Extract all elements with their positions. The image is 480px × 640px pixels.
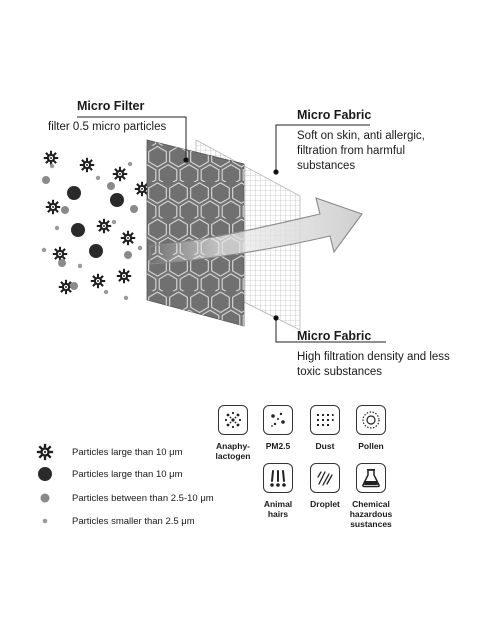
medium-gray-particle (58, 259, 66, 267)
small-particle (111, 219, 117, 225)
small-particle (123, 295, 129, 301)
virus-particle-icon (120, 230, 136, 246)
micro-fabric-bottom-desc: High filtration density and less toxic s… (297, 351, 450, 378)
substance-chemical: Chemical hazardous sustances (346, 463, 396, 529)
large-dark-particle (89, 244, 103, 258)
medium-gray-particle (61, 206, 69, 214)
substance-label: Droplet (310, 499, 340, 509)
large-dark-particle (67, 186, 81, 200)
micro-filter-leader (77, 116, 187, 160)
micro-fabric-bottom-leader (275, 318, 386, 343)
small-particle (49, 163, 55, 169)
medium-gray-particle (42, 176, 50, 184)
anaphylactogen-icon (218, 405, 248, 435)
micro-filter-title: Micro Filter (77, 99, 145, 113)
medium-gray-particle-icon (34, 489, 56, 507)
legend-item: Particles smaller than 2.5 μm (34, 512, 195, 530)
particle-cloud (41, 150, 150, 301)
legend-text: Particles large than 10 μm (72, 468, 183, 480)
legend-text: Particles large than 10 μm (72, 446, 183, 458)
airflow-arrow (149, 197, 363, 265)
substance-pm25: PM2.5 (253, 405, 303, 451)
substance-dust: Dust (300, 405, 350, 451)
virus-particle-icon (45, 199, 61, 215)
micro-filter-layer (146, 139, 245, 327)
small-particle-icon (34, 512, 56, 530)
substance-label: Chemical hazardous sustances (349, 499, 393, 529)
substance-droplet: Droplet (300, 463, 350, 509)
medium-gray-particle (130, 205, 138, 213)
micro-fabric-top-leader (275, 124, 370, 172)
virus-particle-icon (34, 443, 56, 461)
large-dark-particle-icon (34, 465, 56, 483)
dust-icon (310, 405, 340, 435)
medium-gray-particle (124, 251, 132, 259)
pollen-icon (356, 405, 386, 435)
legend-text: Particles between than 2.5-10 μm (72, 492, 214, 504)
small-particle (54, 225, 60, 231)
virus-particle-icon (96, 218, 112, 234)
large-dark-particle (71, 223, 85, 237)
small-particle (127, 161, 133, 167)
medium-gray-particle (107, 182, 115, 190)
virus-particle-icon (79, 157, 95, 173)
large-dark-particle (110, 193, 124, 207)
substance-label: Animal hairs (263, 499, 293, 519)
substance-anaphylactogen: Anaphy-lactogen (208, 405, 258, 461)
micro-fabric-bottom-marker (273, 315, 279, 321)
pm25-icon (263, 405, 293, 435)
micro-filter-desc: filter 0.5 micro particles (48, 121, 167, 133)
substance-label: Anaphy-lactogen (215, 441, 251, 461)
virus-particle-icon (90, 273, 106, 289)
substance-animal-hairs: Animal hairs (253, 463, 303, 519)
micro-fabric-bottom-title: Micro Fabric (297, 329, 372, 343)
virus-particle-icon (116, 268, 132, 284)
small-particle (41, 247, 47, 253)
substance-pollen: Pollen (346, 405, 396, 451)
droplet-icon (310, 463, 340, 493)
virus-particle-icon (112, 166, 128, 182)
substance-label: PM2.5 (265, 441, 291, 451)
small-particle (95, 175, 101, 181)
virus-particle-icon (52, 246, 68, 262)
animal-hairs-icon (263, 463, 293, 493)
substance-label: Pollen (358, 441, 384, 451)
legend-item: Particles large than 10 μm (34, 465, 183, 483)
small-particle (77, 263, 83, 269)
small-particle (137, 245, 143, 251)
legend-text: Particles smaller than 2.5 μm (72, 515, 195, 527)
micro-filter-marker (183, 157, 189, 163)
chemical-flask-icon (356, 463, 386, 493)
micro-fabric-top-marker (273, 169, 279, 175)
micro-fabric-top-title: Micro Fabric (297, 108, 372, 122)
small-particle (103, 289, 109, 295)
legend-item: Particles large than 10 μm (34, 443, 183, 461)
medium-gray-particle (70, 282, 78, 290)
legend-item: Particles between than 2.5-10 μm (34, 489, 214, 507)
micro-fabric-top-desc: Soft on skin, anti allergic, filtration … (297, 130, 425, 172)
virus-particle-icon (43, 150, 59, 166)
substance-label: Dust (315, 441, 335, 451)
